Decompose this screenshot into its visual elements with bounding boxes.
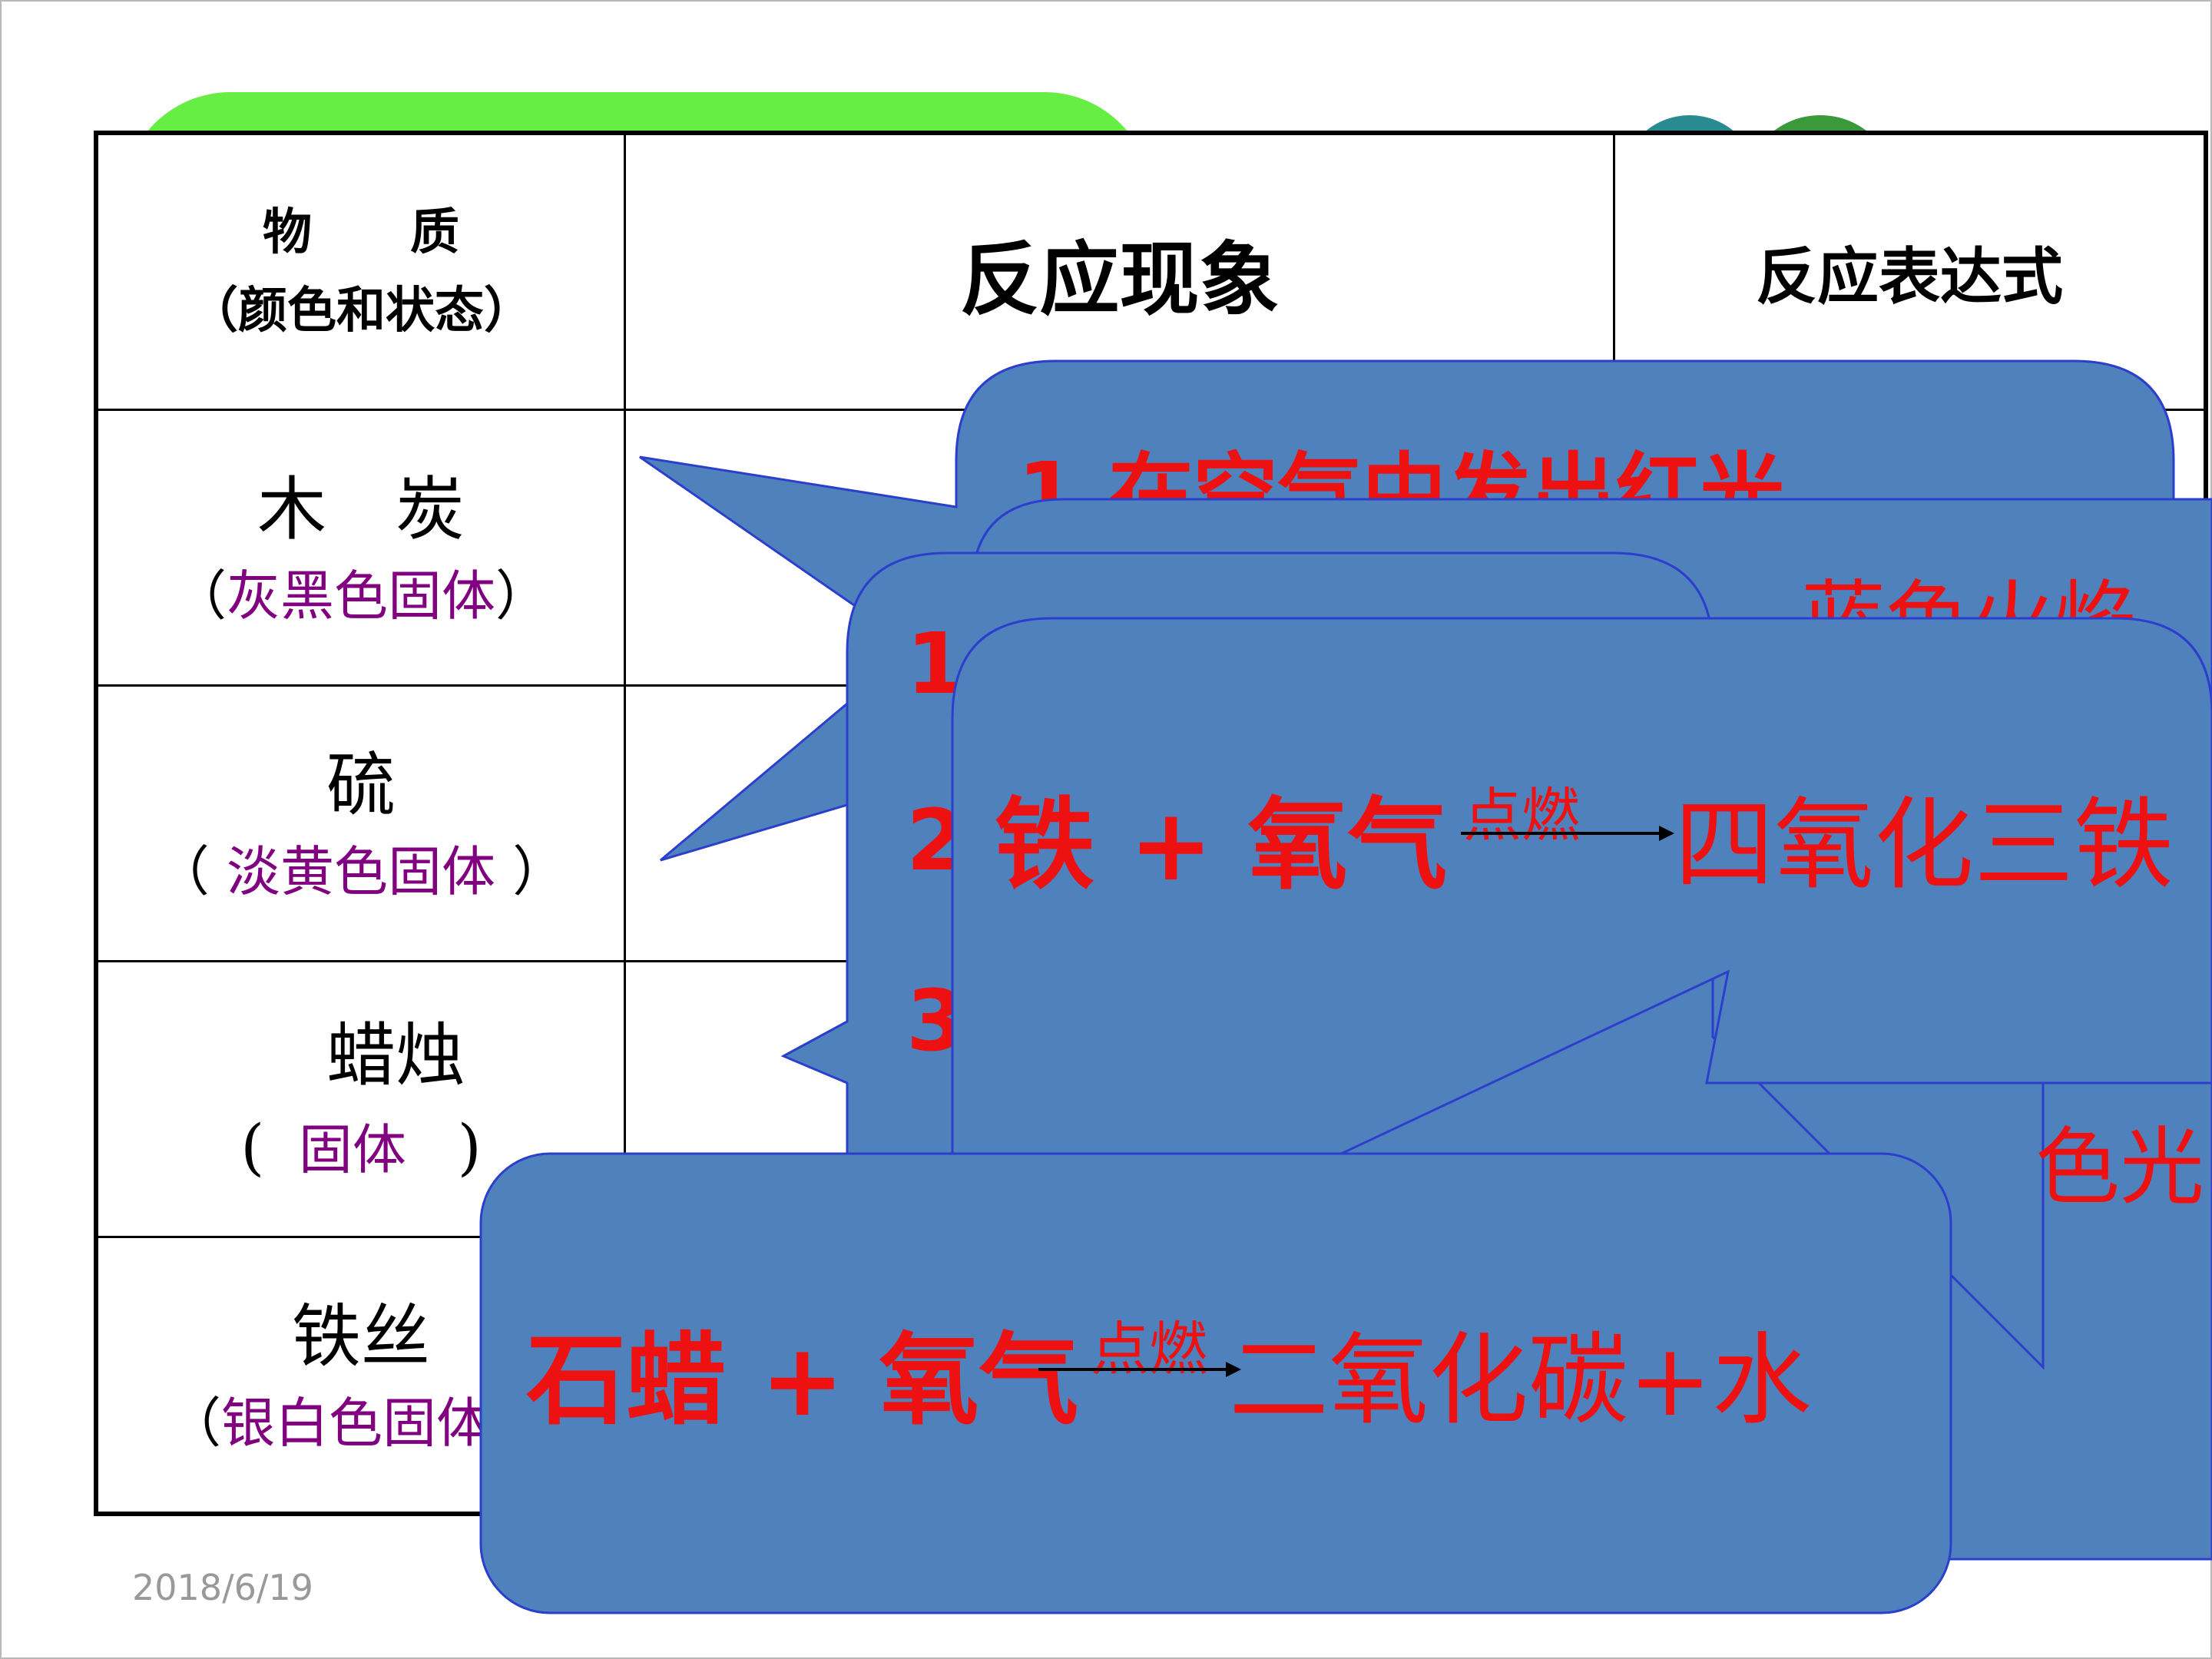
state-text: 淡黄色固体 [227, 840, 495, 903]
candle-light-text: 色光 [2035, 1118, 2204, 1217]
header-expression-label: 反应表达式 [1756, 240, 2063, 313]
wax-reactants: 石蜡 + 氧气 [526, 1322, 1079, 1439]
iron-reactants: 铁 + 氧气 [995, 786, 1448, 903]
paren-close: ） [512, 840, 567, 903]
paren-close: ） [495, 565, 549, 628]
substance-cell: 木 炭 （灰黑色固体） [94, 409, 626, 687]
paren-open: ( [240, 1111, 265, 1183]
table-header-row: 物 质 （颜色和状态） 反应现象 反应表达式 [94, 131, 2207, 411]
header-substance-line1: 物 质 [263, 203, 459, 261]
state-text: 银白色固体 [221, 1392, 490, 1455]
paren-open: （ [167, 1392, 221, 1455]
substance-name: 蜡烛 [326, 1015, 465, 1096]
state-text: 固体 [298, 1118, 406, 1181]
header-substance: 物 质 （颜色和状态） [94, 131, 626, 411]
iron-product: 四氧化三铁 [1674, 786, 2174, 903]
substance-name: 硫 [326, 745, 396, 826]
substance-cell: 硫 （ 淡黄色固体 ） [94, 684, 626, 962]
paren-close: ) [457, 1111, 482, 1183]
substance-state: ( 固体 ) [98, 1104, 624, 1190]
wax-condition: 点燃 [1091, 1315, 1207, 1383]
substance-name: 木 炭 [257, 469, 465, 550]
substance-state: （灰黑色固体） [98, 558, 624, 634]
paren-open: （ [173, 565, 227, 628]
header-phenomenon-label: 反应现象 [959, 231, 1280, 326]
wax-callout-bubble [479, 1152, 1952, 1614]
header-substance-line2: （颜色和状态） [189, 282, 533, 339]
state-text: 灰黑色固体 [227, 565, 495, 628]
substance-cell: 蜡烛 ( 固体 ) [94, 960, 626, 1238]
iron-condition: 点燃 [1463, 781, 1580, 849]
wax-product: 二氧化碳+水 [1229, 1322, 1812, 1439]
iron-callout-bubble [951, 617, 2212, 1157]
slide-date: 2018/6/19 [132, 1567, 313, 1608]
substance-name: 铁丝 [292, 1296, 430, 1377]
substance-state: （ 淡黄色固体 ） [98, 834, 624, 909]
paren-open: （ [155, 840, 210, 903]
substance-state: （银白色固体 [98, 1386, 624, 1461]
